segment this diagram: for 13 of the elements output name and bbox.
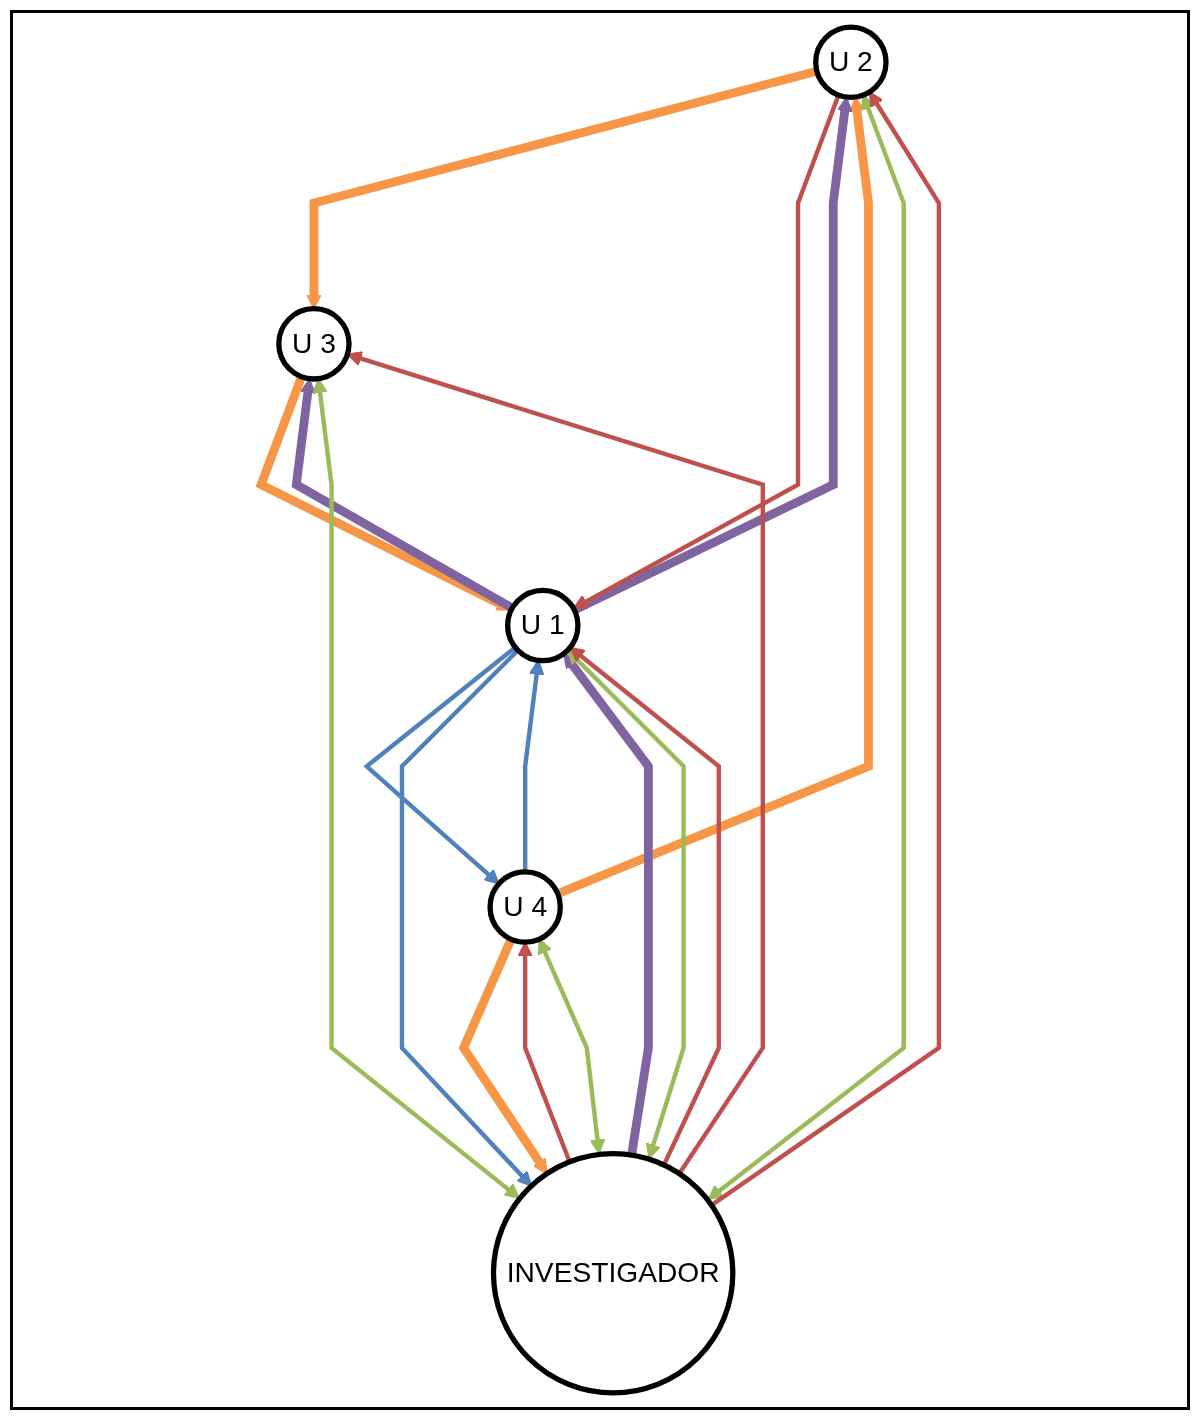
arrow bbox=[458, 937, 548, 1175]
arrow bbox=[363, 645, 517, 885]
node-circle: INVESTIGADOR bbox=[490, 1150, 736, 1396]
node-circle: U 1 bbox=[505, 587, 581, 664]
arrow bbox=[399, 648, 532, 1187]
arrow bbox=[563, 652, 653, 1156]
node-circle: U 2 bbox=[813, 24, 889, 100]
arrow bbox=[707, 94, 906, 1201]
arrow bbox=[710, 91, 942, 1207]
arrow bbox=[569, 646, 721, 1166]
node-circle: U 3 bbox=[276, 306, 352, 382]
arrow bbox=[537, 938, 606, 1155]
node-circle: U 4 bbox=[487, 869, 563, 945]
